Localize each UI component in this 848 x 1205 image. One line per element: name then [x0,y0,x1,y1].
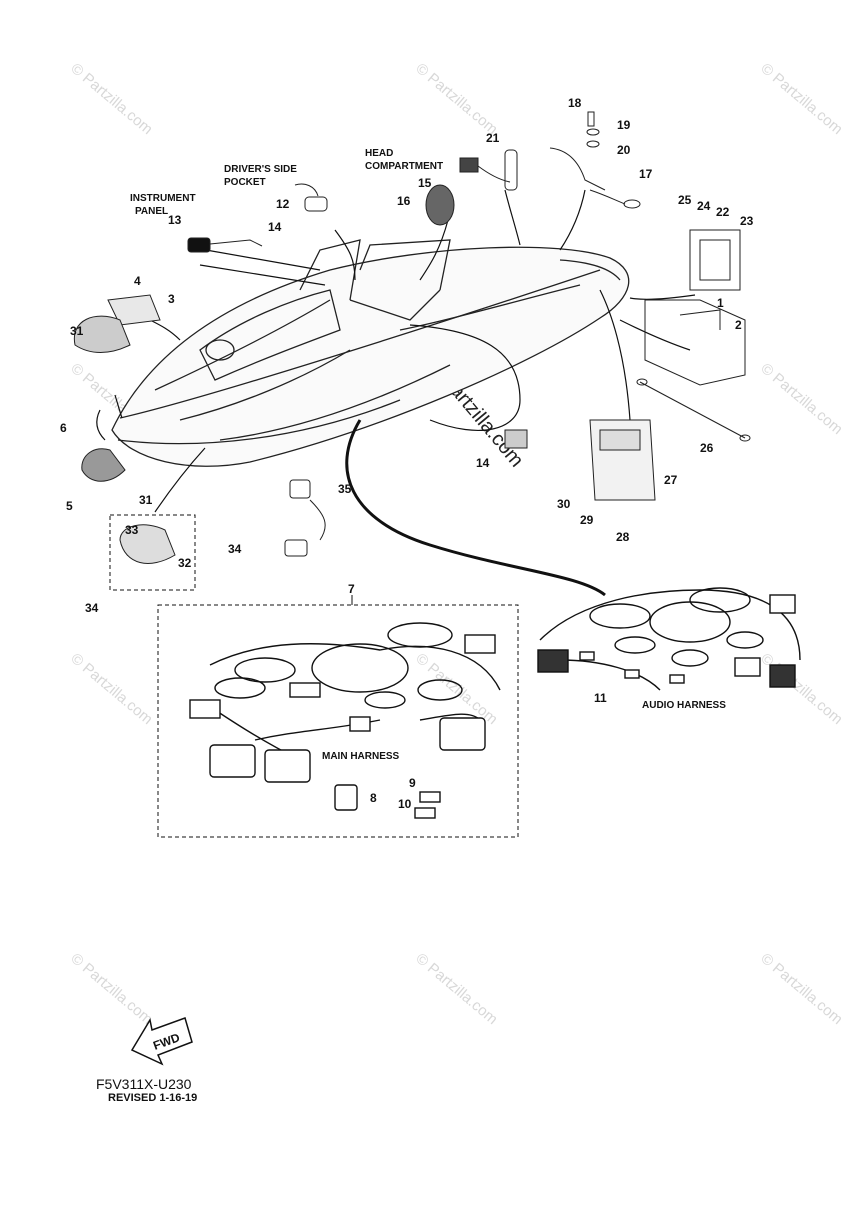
callout-number: 6 [60,421,67,435]
audio-harness [537,587,801,691]
diagram-code: F5V311X-U230 [96,1076,192,1092]
label-audio-harness: AUDIO HARNESS [642,700,726,711]
callout-number: 24 [697,199,711,213]
callout-number: 29 [580,513,594,527]
detail-box-31 [109,514,196,591]
callout-number: 11 [594,691,607,705]
callout-number: 22 [716,205,730,219]
callout-number: 8 [370,791,377,805]
watermark: © Partzilla.com [412,950,500,1028]
watermark: © Partzilla.com [412,60,500,138]
callout-number: 17 [639,167,653,181]
callout-number: 16 [397,194,411,208]
callout-number: 34 [85,601,99,615]
watermark: © Partzilla.com [67,650,155,728]
callout-number: 20 [617,143,631,157]
callout-number: 35 [338,482,352,496]
label-instrument-panel: PANEL [135,206,168,217]
watermark: © Partzilla.com [757,360,845,438]
section-labels: INSTRUMENT PANEL DRIVER'S SIDE POCKET HE… [130,148,726,762]
main-harness [189,622,501,819]
main-harness-box [157,604,519,838]
watermark: © Partzilla.com [757,650,845,728]
watermark: © Partzilla.com [67,60,155,138]
revision-date: REVISED 1-16-19 [108,1092,198,1104]
callout-number: 14 [268,220,282,234]
callout-number: 18 [568,96,582,110]
label-main-harness: MAIN HARNESS [322,751,400,762]
callout-number: 15 [418,176,432,190]
label-head-compartment: COMPARTMENT [365,161,443,172]
callout-number: 4 [134,274,141,288]
callout-number: 27 [664,473,678,487]
callout-number: 10 [398,797,412,811]
callout-number: 32 [178,556,192,570]
fwd-arrow-icon: FWD [130,1017,193,1066]
callout-number: 3 [168,292,175,306]
small-parts [73,111,751,564]
callout-number: 34 [228,542,242,556]
callout-number: 31 [139,493,153,507]
callout-number: 31 [70,324,84,338]
leader-lines [96,189,696,597]
callout-number: 23 [740,214,754,228]
callout-number: 21 [486,131,500,145]
callout-number: 2 [735,318,742,332]
callouts: 1 2 3 4 5 6 7 8 9 10 11 12 13 14 14 15 1… [60,96,754,811]
callout-number: 28 [616,530,630,544]
callout-number: 1 [717,296,724,310]
callout-number: 26 [700,441,714,455]
callout-number: 33 [125,523,139,537]
callout-number: 14 [476,456,490,470]
label-drivers-pocket: DRIVER'S SIDE [224,164,297,175]
watermark: © Partzilla.com [757,60,845,138]
watermark: © Partzilla.com [412,650,500,728]
watermark: © Partzilla.com [757,950,845,1028]
callout-number: 13 [168,213,182,227]
callout-number: 19 [617,118,631,132]
watermark: © Partzilla.com [67,950,155,1028]
boat-hull [111,239,630,467]
callout-number: 12 [276,197,290,211]
callout-number: 30 [557,497,571,511]
callout-number: 7 [348,582,355,596]
label-instrument-panel: INSTRUMENT [130,193,196,204]
callout-number: 5 [66,499,73,513]
callout-number: 9 [409,776,416,790]
callout-number: 25 [678,193,692,207]
label-drivers-pocket: POCKET [224,177,266,188]
label-head-compartment: HEAD [365,148,393,159]
